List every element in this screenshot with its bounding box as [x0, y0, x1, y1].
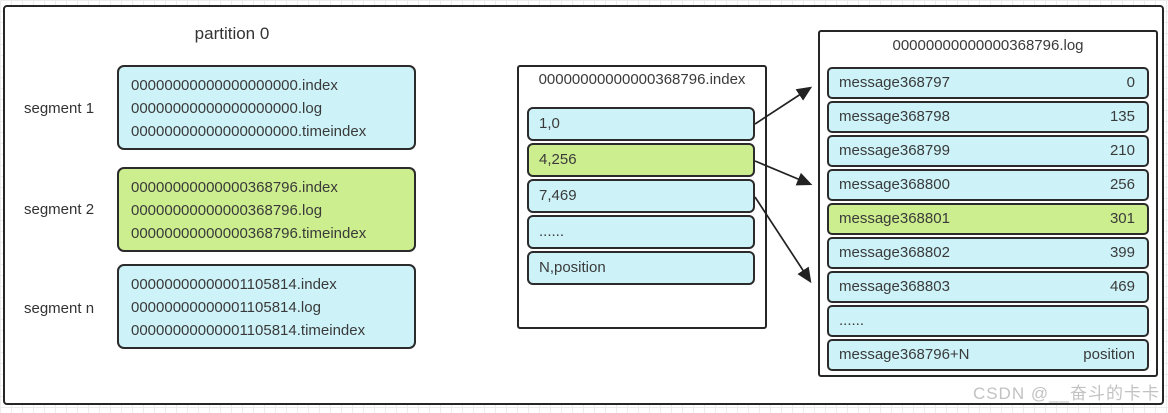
log-position: 210	[1109, 142, 1135, 159]
segment-2-label: segment 2	[24, 201, 95, 218]
log-file-title: 00000000000000368796.log	[892, 37, 1084, 54]
segment-n-label: segment n	[24, 300, 95, 317]
log-message: ......	[839, 312, 865, 329]
csdn-watermark: CSDN @__奋斗的卡卡	[972, 384, 1160, 403]
log-message: message368798	[839, 108, 950, 125]
segment-1-files-box: 00000000000000000000.index 0000000000000…	[117, 65, 416, 150]
file-name: 00000000000001105814.timeindex	[131, 322, 366, 339]
log-entry: message368798 135	[827, 101, 1149, 133]
log-position: 399	[1109, 244, 1135, 261]
log-position: 0	[1126, 74, 1135, 91]
segment-2-files-box-highlighted: 00000000000000368796.index 0000000000000…	[117, 167, 416, 252]
segment-1-label: segment 1	[24, 100, 95, 117]
log-entry: message368803 469	[827, 271, 1149, 303]
log-entry-highlighted: message368801 301	[827, 203, 1149, 235]
file-name: 00000000000001105814.index	[131, 276, 337, 293]
file-name: 00000000000000368796.log	[131, 202, 323, 219]
file-name: 00000000000001105814.log	[131, 299, 321, 316]
log-message: message368796+N	[839, 346, 970, 363]
log-message: message368801	[839, 210, 950, 227]
index-entry: ......	[527, 215, 755, 249]
index-entry: 1,0	[527, 107, 755, 141]
log-entry: message368799 210	[827, 135, 1149, 167]
log-entry: message368797 0	[827, 67, 1149, 99]
log-message: message368802	[839, 244, 950, 261]
file-name: 00000000000000368796.index	[131, 179, 338, 196]
index-entry: N,position	[527, 251, 755, 285]
segment-n-files-box: 00000000000001105814.index 0000000000000…	[117, 264, 416, 349]
log-message: message368803	[839, 278, 950, 295]
index-entry: 7,469	[527, 179, 755, 213]
log-message: message368797	[839, 74, 950, 91]
log-position: 135	[1109, 108, 1135, 125]
log-message: message368800	[839, 176, 950, 193]
log-message: message368799	[839, 142, 950, 159]
file-name: 00000000000000000000.index	[131, 77, 338, 94]
log-entry: ......	[827, 305, 1149, 337]
file-name: 00000000000000000000.timeindex	[131, 123, 367, 140]
partition-title: partition 0	[194, 24, 270, 43]
index-entry-highlighted: 4,256	[527, 143, 755, 177]
log-position: 469	[1109, 278, 1135, 295]
log-entry: message368796+N position	[827, 339, 1149, 371]
log-position: 256	[1109, 176, 1135, 193]
file-name: 00000000000000368796.timeindex	[131, 225, 367, 242]
log-entry: message368802 399	[827, 237, 1149, 269]
index-file-title: 00000000000000368796.index	[538, 71, 746, 88]
log-position: position	[1083, 346, 1135, 363]
file-name: 00000000000000000000.log	[131, 100, 323, 117]
log-position: 301	[1109, 210, 1135, 227]
log-entry: message368800 256	[827, 169, 1149, 201]
